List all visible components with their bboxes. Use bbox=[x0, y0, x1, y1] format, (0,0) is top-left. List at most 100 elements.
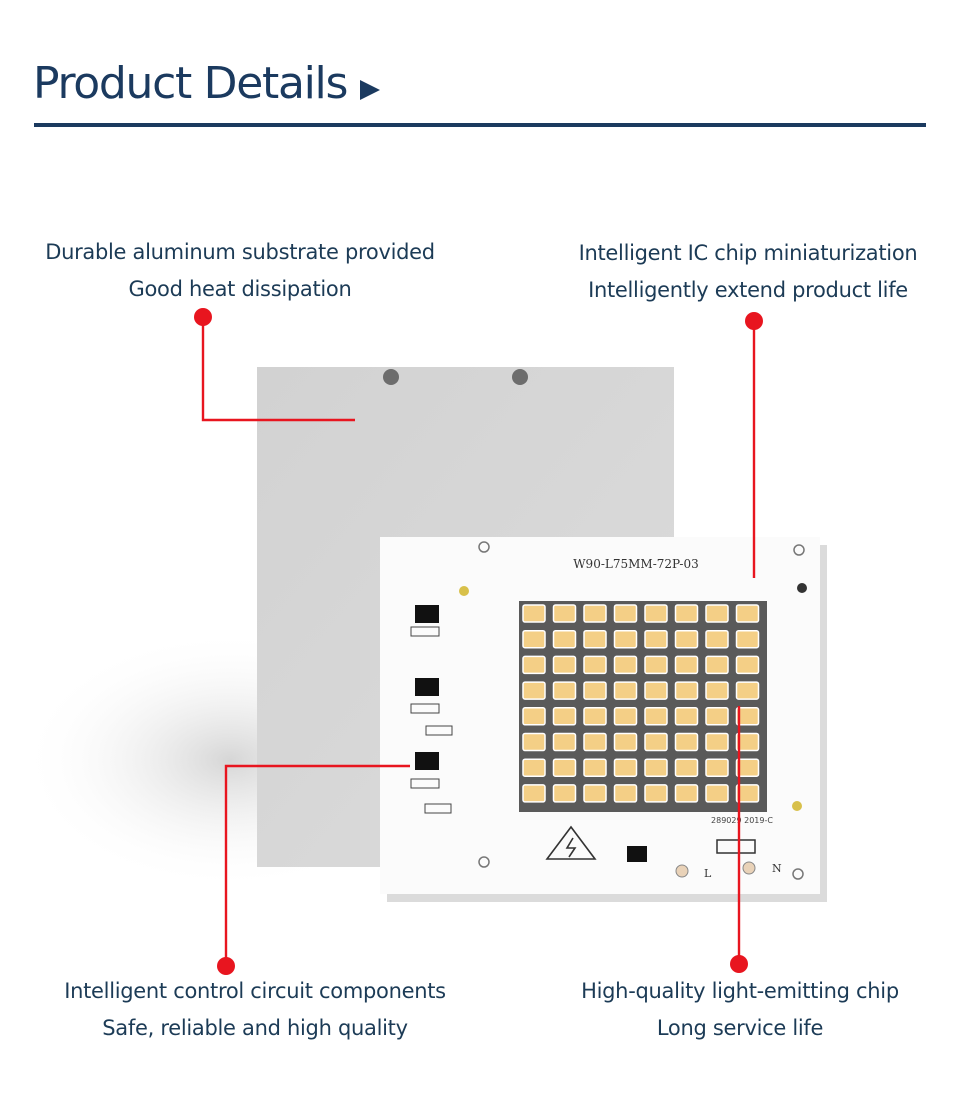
led-chip bbox=[613, 604, 638, 623]
callout-control-circuit: Intelligent control circuit components S… bbox=[30, 973, 480, 1047]
substrate-mount-hole bbox=[512, 369, 528, 385]
callout-line-substrate bbox=[201, 318, 355, 422]
led-chip bbox=[613, 629, 638, 649]
led-chip bbox=[735, 758, 760, 777]
led-chip bbox=[735, 707, 760, 726]
led-chip bbox=[552, 758, 577, 777]
led-chip bbox=[705, 629, 729, 649]
board-date-marking: 289029 2019-C bbox=[711, 816, 773, 825]
led-chip bbox=[674, 655, 699, 675]
led-chip bbox=[583, 707, 607, 726]
led-chip bbox=[522, 629, 546, 649]
callout-line-circuit bbox=[224, 764, 410, 966]
led-chip bbox=[705, 732, 729, 752]
led-chip bbox=[522, 732, 546, 752]
led-chip bbox=[705, 655, 729, 675]
led-chip bbox=[552, 732, 577, 752]
solder-pad bbox=[792, 801, 802, 811]
header-divider bbox=[34, 123, 926, 127]
led-chip bbox=[583, 604, 607, 623]
callout-control-circuit-line2: Safe, reliable and high quality bbox=[102, 1016, 408, 1040]
led-chip bbox=[552, 784, 577, 803]
solder-pad bbox=[459, 586, 469, 596]
led-chip bbox=[674, 732, 699, 752]
led-chip bbox=[735, 655, 760, 675]
led-chip bbox=[613, 784, 638, 803]
led-chip bbox=[705, 784, 729, 803]
led-chip bbox=[552, 681, 577, 700]
led-chip bbox=[613, 707, 638, 726]
callout-led-chip-line1: High-quality light-emitting chip bbox=[581, 979, 899, 1003]
led-chip bbox=[735, 604, 760, 623]
led-chip bbox=[613, 681, 638, 700]
led-chip bbox=[552, 655, 577, 675]
callout-ic-chip: Intelligent IC chip miniaturization Inte… bbox=[548, 235, 948, 309]
terminal-label-n: N bbox=[772, 862, 782, 875]
callout-dot-substrate bbox=[194, 308, 212, 326]
ic-chip bbox=[410, 678, 453, 736]
led-chip bbox=[522, 681, 546, 700]
led-chip bbox=[705, 604, 729, 623]
led-chip bbox=[552, 707, 577, 726]
substrate-mount-hole bbox=[383, 369, 399, 385]
led-chip bbox=[644, 655, 668, 675]
led-chip bbox=[613, 655, 638, 675]
led-chip bbox=[583, 758, 607, 777]
led-chip bbox=[583, 732, 607, 752]
led-array bbox=[522, 604, 760, 803]
rectifier-chip bbox=[627, 846, 647, 862]
board-mount-hole bbox=[478, 856, 490, 868]
led-chip bbox=[674, 681, 699, 700]
led-chip bbox=[613, 732, 638, 752]
terminal-label-l: L bbox=[704, 867, 712, 880]
led-chip bbox=[674, 629, 699, 649]
terminal-pad bbox=[675, 864, 689, 878]
callout-led-chip: High-quality light-emitting chip Long se… bbox=[540, 973, 940, 1047]
led-chip bbox=[644, 732, 668, 752]
led-chip bbox=[674, 604, 699, 623]
led-chip bbox=[522, 784, 546, 803]
ic-chip bbox=[410, 752, 452, 814]
led-chip bbox=[552, 629, 577, 649]
terminal-pad bbox=[742, 861, 756, 875]
fuse bbox=[716, 839, 756, 854]
led-chip bbox=[644, 629, 668, 649]
led-chip bbox=[613, 758, 638, 777]
board-mount-hole bbox=[478, 541, 490, 553]
led-chip bbox=[674, 707, 699, 726]
callout-ic-chip-line2: Intelligently extend product life bbox=[588, 278, 908, 302]
callout-control-circuit-line1: Intelligent control circuit components bbox=[64, 979, 446, 1003]
callout-led-chip-line2: Long service life bbox=[656, 1016, 824, 1040]
led-chip bbox=[705, 707, 729, 726]
callout-dot-circuit bbox=[217, 957, 235, 975]
led-chip bbox=[583, 681, 607, 700]
callout-dot-ic bbox=[745, 312, 763, 330]
play-arrow-icon bbox=[360, 80, 380, 100]
led-chip bbox=[644, 758, 668, 777]
high-voltage-warning-icon bbox=[545, 825, 597, 860]
led-chip bbox=[644, 784, 668, 803]
callout-dot-led bbox=[730, 955, 748, 973]
led-chip bbox=[644, 681, 668, 700]
led-chip bbox=[583, 784, 607, 803]
ic-chip bbox=[410, 605, 440, 637]
callout-ic-chip-line1: Intelligent IC chip miniaturization bbox=[578, 241, 918, 265]
board-mount-hole bbox=[792, 868, 804, 880]
board-model-marking: W90-L75MM-72P-03 bbox=[573, 557, 699, 571]
led-chip bbox=[522, 758, 546, 777]
led-chip bbox=[522, 707, 546, 726]
board-mount-hole bbox=[793, 544, 805, 556]
led-chip bbox=[583, 655, 607, 675]
led-chip bbox=[674, 784, 699, 803]
callout-aluminum-substrate-line2: Good heat dissipation bbox=[128, 277, 352, 301]
led-chip bbox=[644, 707, 668, 726]
led-chip bbox=[522, 604, 546, 623]
led-chip bbox=[735, 784, 760, 803]
led-chip bbox=[674, 758, 699, 777]
page-title: Product Details bbox=[33, 58, 348, 109]
led-chip bbox=[644, 604, 668, 623]
led-chip bbox=[735, 732, 760, 752]
led-chip bbox=[552, 604, 577, 623]
board-mount-hole bbox=[797, 583, 807, 593]
